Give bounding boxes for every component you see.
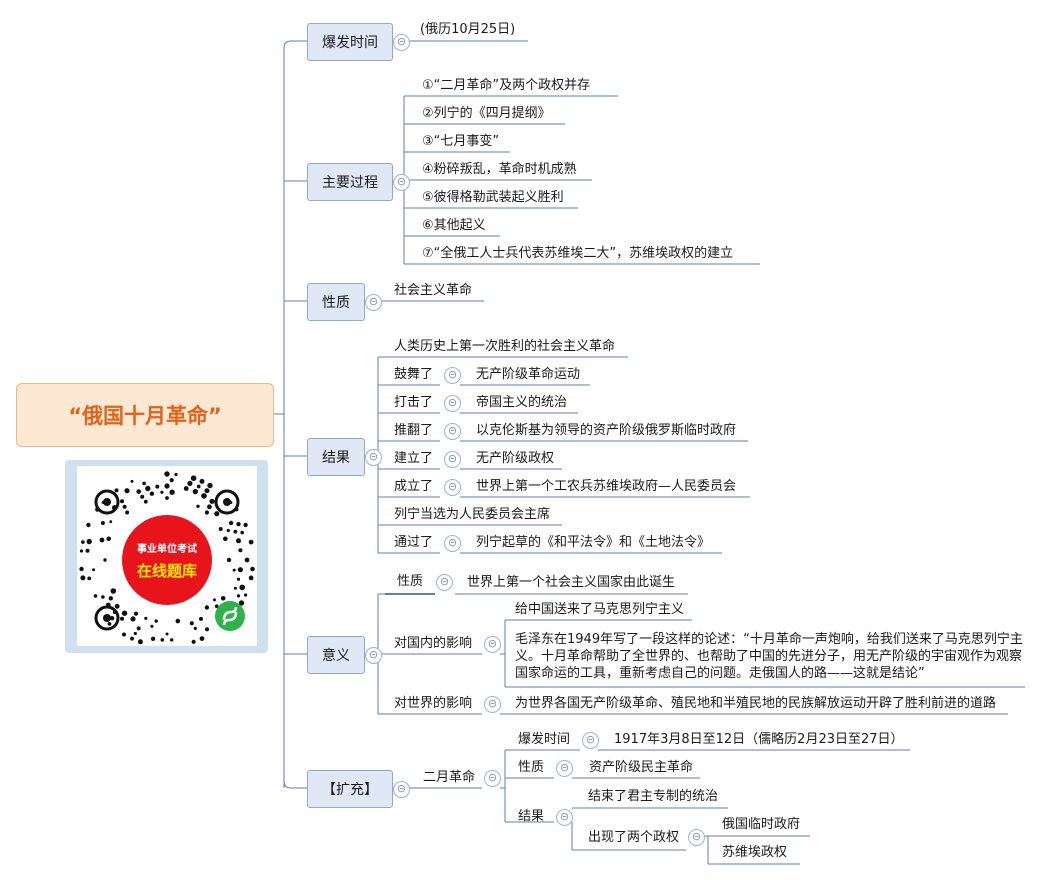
qr-pattern-icon bbox=[79, 471, 255, 645]
node-outbreak-date[interactable]: (俄历10月25日) bbox=[420, 22, 516, 37]
node-process-5[interactable]: ⑤彼得格勒武装起义胜利 bbox=[422, 190, 564, 205]
node-feb-result-1[interactable]: 结束了君主专制的统治 bbox=[588, 789, 719, 804]
node-world-impact[interactable]: 对世界的影响 bbox=[394, 696, 473, 711]
node-world-impact-detail[interactable]: 为世界各国无产阶级革命、殖民地和半殖民地的民族解放运动开辟了胜利前进的道路 bbox=[515, 696, 997, 711]
node-result-3[interactable]: 打击了 bbox=[394, 395, 434, 410]
section-main-process[interactable]: 主要过程 bbox=[307, 163, 393, 201]
collapse-button[interactable]: ⊝ bbox=[556, 809, 573, 826]
section-extension[interactable]: 【扩充】 bbox=[307, 770, 393, 808]
collapse-button[interactable]: ⊝ bbox=[582, 732, 599, 749]
node-soviet-regime[interactable]: 苏维埃政权 bbox=[722, 845, 788, 860]
collapse-button[interactable]: ⊝ bbox=[365, 294, 382, 311]
node-result-8[interactable]: 通过了 bbox=[394, 535, 434, 550]
node-result-4[interactable]: 推翻了 bbox=[394, 423, 434, 438]
node-february-revolution[interactable]: 二月革命 bbox=[423, 770, 476, 785]
node-result-8-detail[interactable]: 列宁起草的《和平法令》和《土地法令》 bbox=[476, 535, 711, 550]
root-node[interactable]: “俄国十月革命” bbox=[16, 383, 274, 447]
node-result-4-detail[interactable]: 以克伦斯基为领导的资产阶级俄罗斯临时政府 bbox=[476, 423, 737, 438]
node-result-3-detail[interactable]: 帝国主义的统治 bbox=[476, 395, 568, 410]
collapse-button[interactable]: ⊝ bbox=[444, 423, 461, 440]
collapse-button[interactable]: ⊝ bbox=[444, 367, 461, 384]
section-nature[interactable]: 性质 bbox=[307, 283, 365, 321]
qr-code[interactable]: 事业单位考试 在线题库 bbox=[77, 466, 257, 646]
node-feb-result-2[interactable]: 出现了两个政权 bbox=[588, 830, 680, 845]
collapse-button[interactable]: ⊝ bbox=[365, 449, 382, 466]
node-result-5[interactable]: 建立了 bbox=[394, 451, 434, 466]
node-nature-value[interactable]: 社会主义革命 bbox=[394, 283, 473, 298]
node-result-6-detail[interactable]: 世界上第一个工农兵苏维埃政府—人民委员会 bbox=[476, 479, 737, 494]
collapse-button[interactable]: ⊝ bbox=[365, 647, 382, 664]
node-significance-nature-detail[interactable]: 世界上第一个社会主义国家由此诞生 bbox=[467, 575, 676, 590]
collapse-button[interactable]: ⊝ bbox=[484, 696, 501, 713]
node-process-4[interactable]: ④粉碎叛乱，革命时机成熟 bbox=[422, 162, 577, 177]
node-result-6[interactable]: 成立了 bbox=[394, 479, 434, 494]
section-result[interactable]: 结果 bbox=[307, 438, 365, 476]
node-result-5-detail[interactable]: 无产阶级政权 bbox=[476, 451, 555, 466]
node-domestic-impact-1[interactable]: 给中国送来了马克思列宁主义 bbox=[515, 602, 685, 617]
collapse-button[interactable]: ⊝ bbox=[484, 636, 501, 653]
node-feb-result[interactable]: 结果 bbox=[518, 809, 545, 824]
node-process-7[interactable]: ⑦“全俄工人士兵代表苏维埃二大”，苏维埃政权的建立 bbox=[422, 246, 734, 261]
collapse-button[interactable]: ⊝ bbox=[393, 174, 410, 191]
collapse-button[interactable]: ⊝ bbox=[484, 770, 501, 787]
node-domestic-impact-2[interactable]: 毛泽东在1949年写了一段这样的论述：“十月革命一声炮响，给我们送来了马克思列宁… bbox=[515, 632, 1023, 681]
collapse-button[interactable]: ⊝ bbox=[688, 829, 705, 846]
node-provisional-government[interactable]: 俄国临时政府 bbox=[722, 817, 801, 832]
node-feb-outbreak-date[interactable]: 1917年3月8日至12日（儒略历2月23日至27日） bbox=[614, 732, 904, 747]
collapse-button[interactable]: ⊝ bbox=[444, 535, 461, 552]
node-feb-outbreak-time[interactable]: 爆发时间 bbox=[518, 732, 571, 747]
node-domestic-impact[interactable]: 对国内的影响 bbox=[394, 636, 473, 651]
qr-label-line1: 事业单位考试 bbox=[137, 544, 197, 555]
node-result-1[interactable]: 人类历史上第一次胜利的社会主义革命 bbox=[394, 339, 616, 354]
node-result-2[interactable]: 鼓舞了 bbox=[394, 367, 434, 382]
node-process-1[interactable]: ①“二月革命”及两个政权并存 bbox=[422, 78, 591, 93]
collapse-button[interactable]: ⊝ bbox=[393, 34, 410, 51]
collapse-button[interactable]: ⊝ bbox=[393, 781, 410, 798]
node-process-3[interactable]: ③“七月事变” bbox=[422, 134, 500, 149]
node-result-2-detail[interactable]: 无产阶级革命运动 bbox=[476, 367, 581, 382]
node-result-7[interactable]: 列宁当选为人民委员会主席 bbox=[394, 507, 551, 522]
collapse-button[interactable]: ⊝ bbox=[444, 395, 461, 412]
section-significance[interactable]: 意义 bbox=[307, 636, 365, 674]
collapse-button[interactable]: ⊝ bbox=[556, 760, 573, 777]
collapse-button[interactable]: ⊝ bbox=[444, 479, 461, 496]
node-significance-nature[interactable]: 性质 bbox=[397, 574, 424, 589]
section-outbreak-time[interactable]: 爆发时间 bbox=[307, 23, 393, 61]
node-feb-nature-value[interactable]: 资产阶级民主革命 bbox=[589, 760, 694, 775]
node-process-2[interactable]: ②列宁的《四月提纲》 bbox=[422, 106, 551, 121]
collapse-button[interactable]: ⊝ bbox=[444, 451, 461, 468]
node-feb-nature[interactable]: 性质 bbox=[518, 760, 545, 775]
qr-label-line2: 在线题库 bbox=[136, 562, 197, 580]
node-process-6[interactable]: ⑥其他起义 bbox=[422, 218, 486, 233]
collapse-button[interactable]: ⊝ bbox=[436, 574, 453, 591]
